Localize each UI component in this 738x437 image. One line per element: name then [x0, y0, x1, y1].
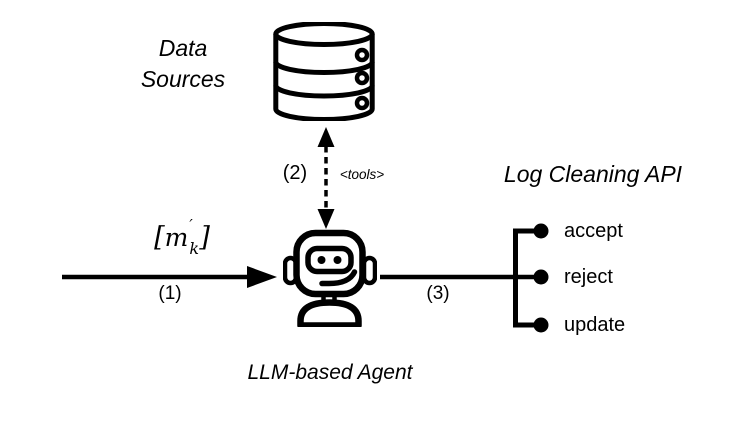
database-disc-line-2: [273, 84, 375, 99]
database-top: [273, 22, 375, 47]
robot-icon: [283, 229, 377, 327]
api-bracket: [513, 223, 549, 333]
api-title: Log Cleaning API: [503, 161, 683, 187]
api-bullet-accept: [533, 223, 549, 239]
database-icon: [273, 22, 375, 121]
math-supsub: ′k: [188, 216, 200, 258]
tools-arrowhead-down: [317, 209, 335, 229]
step-3-label: (3): [426, 283, 450, 304]
tools-arrow: [317, 127, 335, 229]
database-disc-line-1: [273, 61, 375, 75]
robot-microphone: [319, 269, 358, 287]
step-1-label: (1): [158, 283, 182, 304]
database-led-2: [354, 70, 370, 86]
agent-label: LLM-based Agent: [247, 361, 413, 384]
message-math-label: [m′k]: [138, 216, 226, 258]
input-arrow: [62, 266, 277, 288]
data-sources-label-line2: Sources: [140, 66, 226, 92]
step-2-label: (2): [282, 162, 308, 184]
math-prime: ′: [189, 216, 193, 234]
robot-eye-right: [333, 256, 342, 264]
robot-eye-left: [317, 256, 326, 264]
api-bracket-path: [513, 228, 540, 328]
input-arrowhead: [247, 266, 277, 288]
api-action-update: update: [564, 314, 626, 336]
tools-tag-label: <tools>: [339, 167, 385, 182]
database-led-1: [354, 47, 370, 63]
math-symbol: m: [164, 222, 189, 252]
database-led-3: [354, 95, 370, 111]
database-body: [273, 34, 375, 121]
robot-visor: [305, 245, 354, 275]
data-sources-label-line1: Data: [158, 35, 208, 61]
api-action-reject: reject: [564, 266, 613, 288]
data-sources-label: Data Sources: [103, 33, 263, 95]
robot-torso: [297, 299, 362, 327]
math-close-bracket: ]: [199, 221, 210, 253]
api-bullet-reject: [533, 269, 549, 285]
math-open-bracket: [: [154, 221, 165, 253]
tools-arrowhead-up: [317, 127, 335, 147]
math-subscript: k: [189, 239, 200, 258]
api-bullet-update: [533, 317, 549, 333]
api-action-accept: accept: [564, 220, 623, 242]
